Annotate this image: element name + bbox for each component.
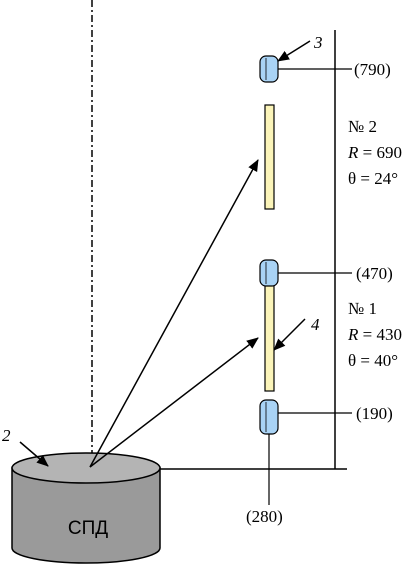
angle-line: θ = 40° (348, 351, 398, 370)
trajectory-to-plate-1 (89, 337, 259, 468)
radius-line: R = 690 (347, 143, 402, 162)
callout-arrow-4 (273, 318, 306, 351)
lens-top (259, 55, 279, 83)
block-number: № 1 (348, 299, 377, 318)
block-2-params: № 2 R = 690 θ = 24° (347, 117, 402, 188)
callout-number-3: 3 (313, 33, 323, 52)
position-bottom-stem: (280) (246, 507, 283, 526)
position-middle-lens: (470) (356, 264, 393, 283)
detector-top (11, 452, 161, 484)
callout-arrow-3 (277, 40, 311, 62)
detector-cylinder: СПД (11, 452, 161, 564)
position-bottom-lens: (190) (356, 404, 393, 423)
detector-body (11, 467, 161, 564)
position-top-lens: (790) (354, 60, 391, 79)
trajectory-to-plate-2 (89, 159, 259, 468)
plate-2 (264, 104, 275, 210)
block-number: № 2 (348, 117, 377, 136)
block-1-params: № 1 R = 430 θ = 40° (347, 299, 402, 370)
callout-number-2: 2 (2, 426, 11, 445)
callout-arrow-2 (19, 441, 49, 467)
callout-number-4: 4 (311, 315, 320, 334)
radius-line: R = 430 (347, 325, 402, 344)
detector-label: СПД (68, 518, 108, 539)
lens-middle (259, 259, 279, 287)
lens-bottom (259, 399, 279, 435)
plate-1 (264, 284, 275, 392)
angle-line: θ = 24° (348, 169, 398, 188)
